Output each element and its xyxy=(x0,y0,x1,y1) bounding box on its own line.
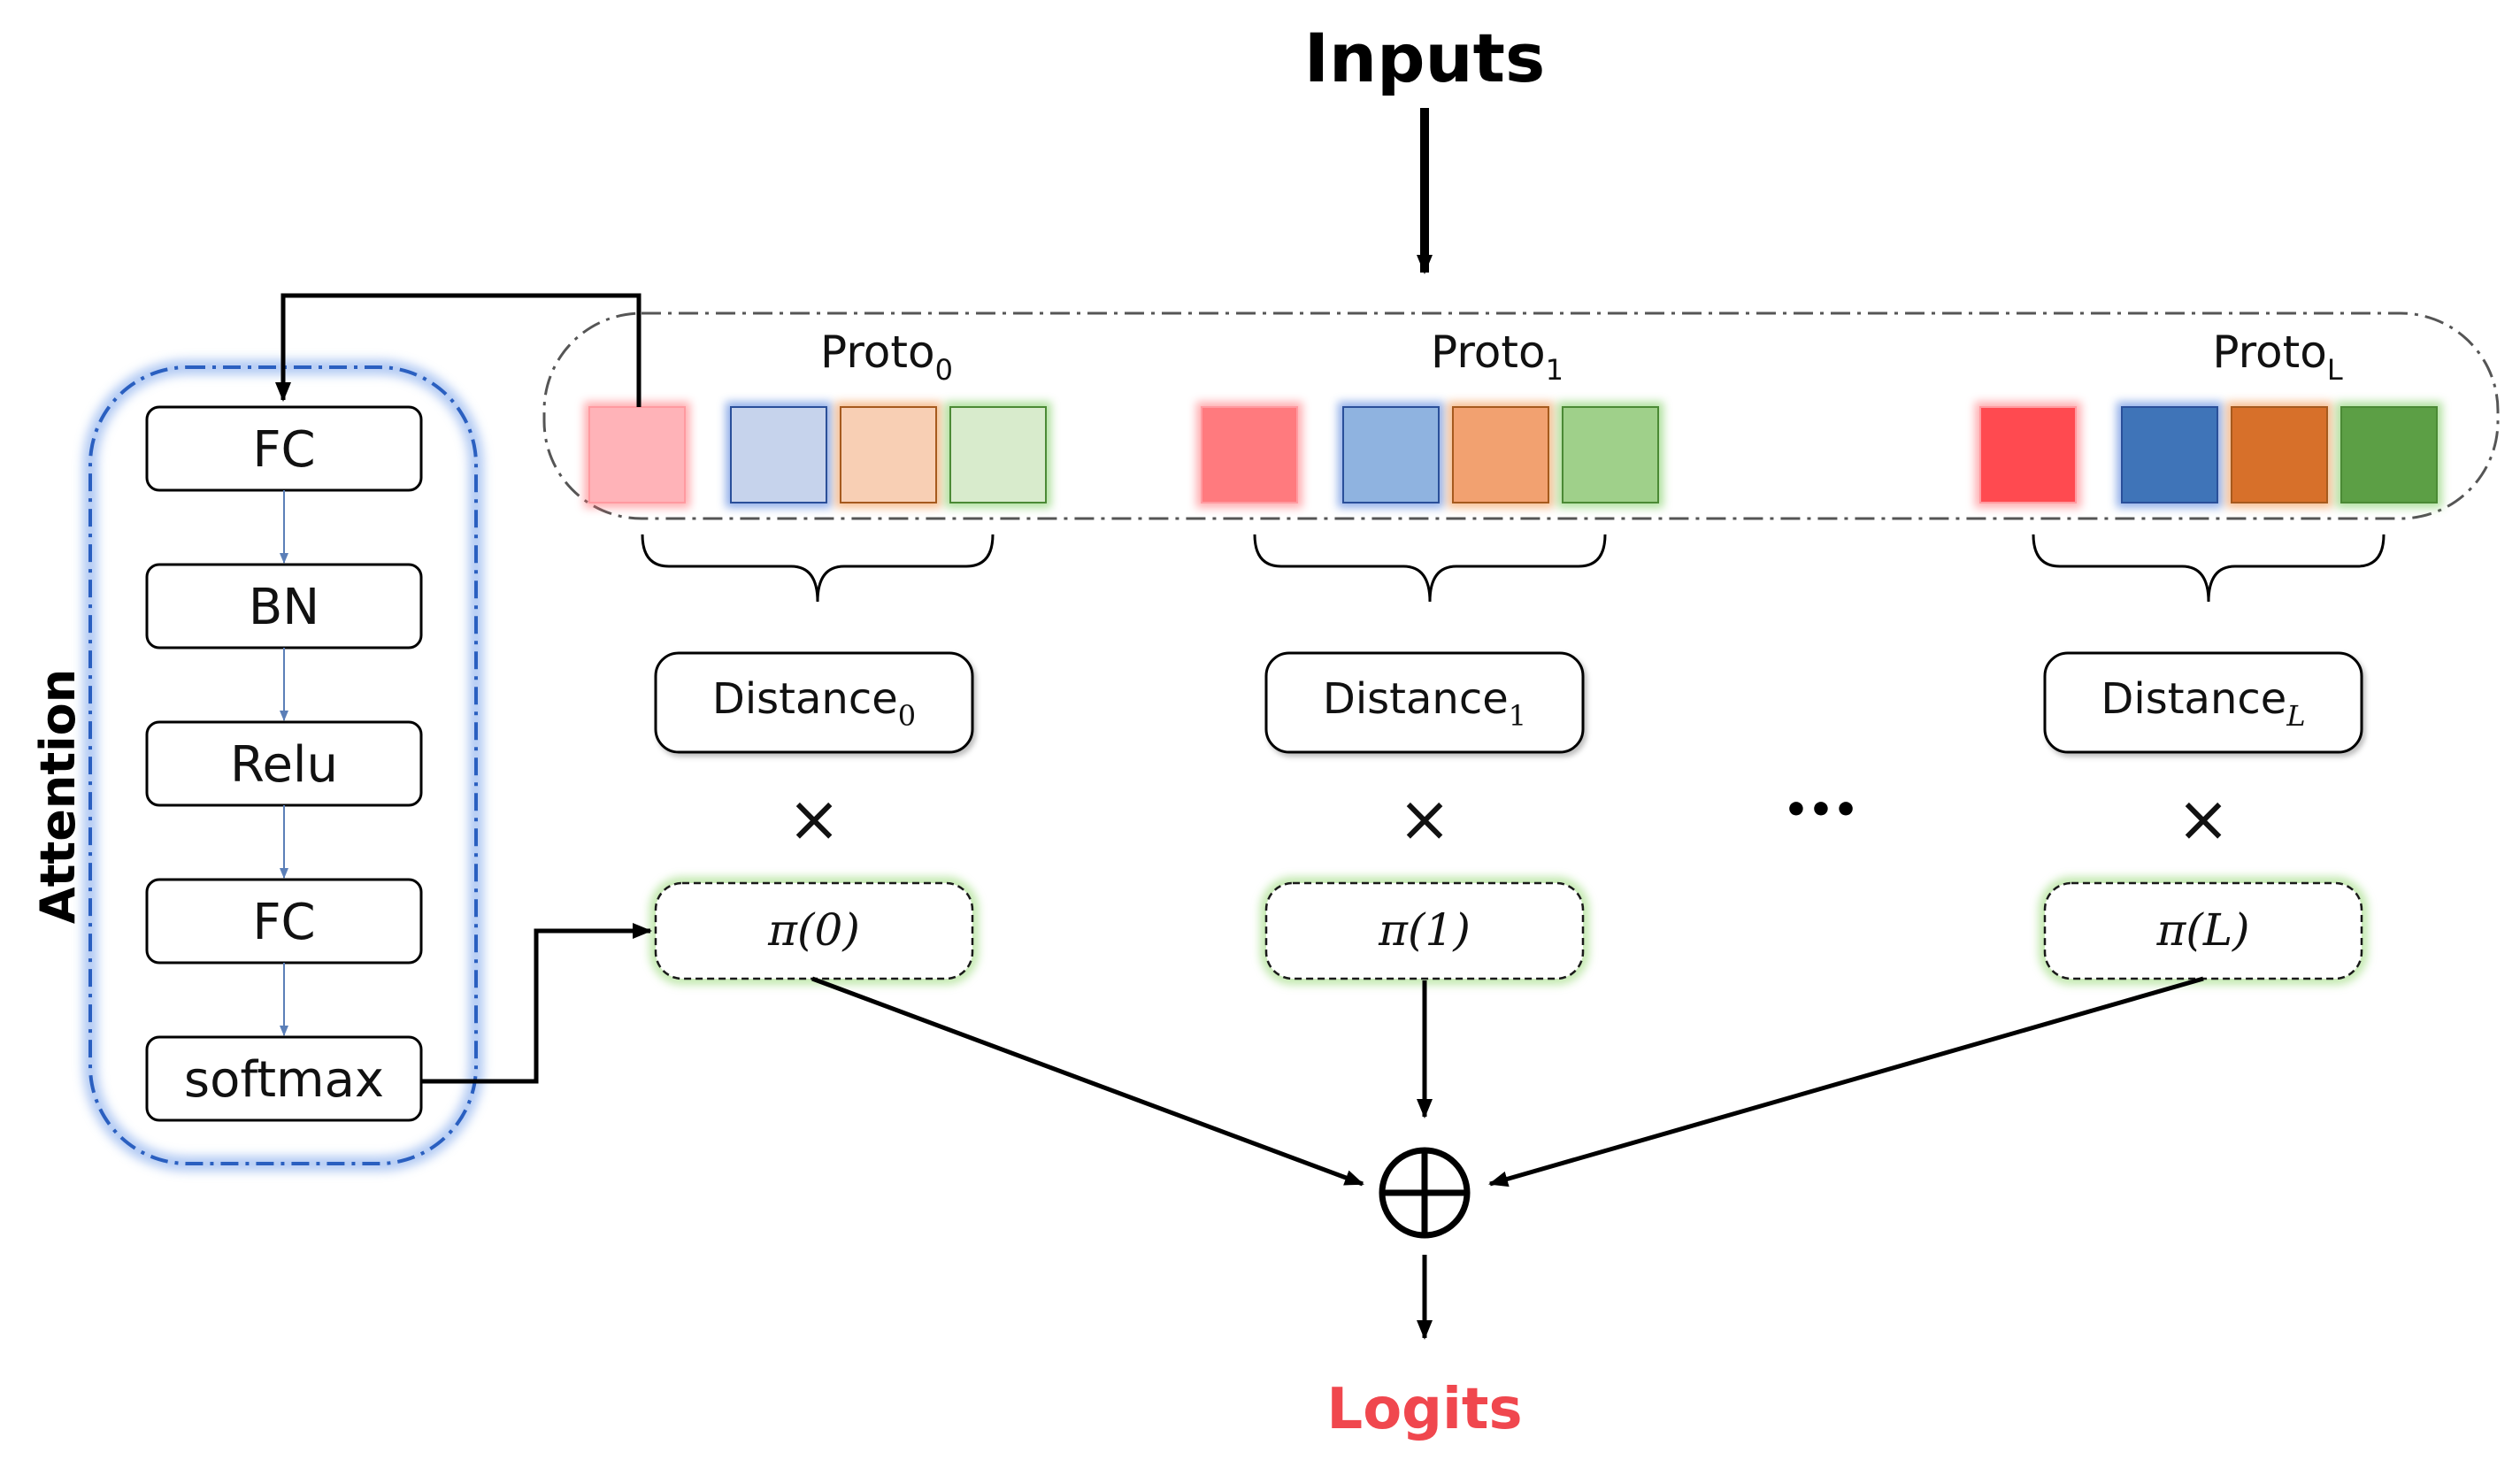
proto-label: Proto0 xyxy=(820,327,953,387)
prototype-swatch xyxy=(730,406,827,503)
attention-layer-label: FC xyxy=(252,421,315,479)
multiply-symbol: × xyxy=(2177,781,2230,856)
prototype-swatch xyxy=(1342,406,1440,503)
logits-label: Logits xyxy=(1326,1377,1522,1442)
attention-layer-fc: FC xyxy=(145,405,423,492)
prototype-swatch xyxy=(949,406,1047,503)
attention-layer-label: softmax xyxy=(184,1051,384,1109)
prototype-swatch xyxy=(588,406,686,503)
softmax-to-weight-line xyxy=(421,923,652,1084)
prototype-swatch xyxy=(2121,406,2218,503)
ellipsis: ••• xyxy=(1784,788,1858,833)
attention-layer-label: BN xyxy=(249,579,319,636)
attention-layer-bn: BN xyxy=(145,563,423,649)
attention-layer-relu: Relu xyxy=(145,720,423,807)
attention-layer-label: Relu xyxy=(230,736,338,794)
attention-layer-label: FC xyxy=(252,894,315,951)
multiply-symbol: × xyxy=(1398,781,1451,856)
prototype-swatch xyxy=(1452,406,1549,503)
attention-layer-fc: FC xyxy=(145,878,423,965)
prototype-swatch xyxy=(1562,406,1659,503)
weight-label: π(1) xyxy=(1378,904,1471,956)
weight-label: π(0) xyxy=(767,904,860,956)
distance-label: Distance1 xyxy=(1323,674,1526,733)
prototype-swatch xyxy=(840,406,937,503)
sum-node xyxy=(1379,1147,1471,1239)
weightL-to-sum-arrow xyxy=(1488,976,2204,1187)
weight-box xyxy=(1264,881,1585,980)
prototype-swatch xyxy=(1201,406,1298,503)
inputs-title: Inputs xyxy=(1304,19,1545,97)
distance-label: Distance0 xyxy=(712,674,916,733)
distance-box xyxy=(654,651,974,754)
weight-label: π(L) xyxy=(2155,904,2249,956)
group-brace xyxy=(1253,534,1607,603)
group-brace xyxy=(641,534,995,603)
prototype-swatch xyxy=(2231,406,2328,503)
prototype-container xyxy=(542,311,2500,520)
prototype-group-l: ProtoL DistanceL × π(L) xyxy=(1975,327,2442,985)
prototype-swatch xyxy=(1979,406,2077,503)
attention-layer-softmax: softmax xyxy=(145,1035,423,1122)
proto-label: Proto1 xyxy=(1431,327,1563,387)
group-brace xyxy=(2032,534,2386,603)
prototype-swatch xyxy=(2340,406,2438,503)
proto-to-attention-line xyxy=(275,293,642,407)
proto-label: ProtoL xyxy=(2212,327,2343,387)
attention-label: Attention xyxy=(30,669,86,924)
weight0-to-sum-arrow xyxy=(811,976,1364,1187)
multiply-symbol: × xyxy=(788,781,841,856)
distance-label: DistanceL xyxy=(2101,674,2305,733)
distance-box xyxy=(2043,651,2363,754)
distance-box xyxy=(1264,651,1585,754)
